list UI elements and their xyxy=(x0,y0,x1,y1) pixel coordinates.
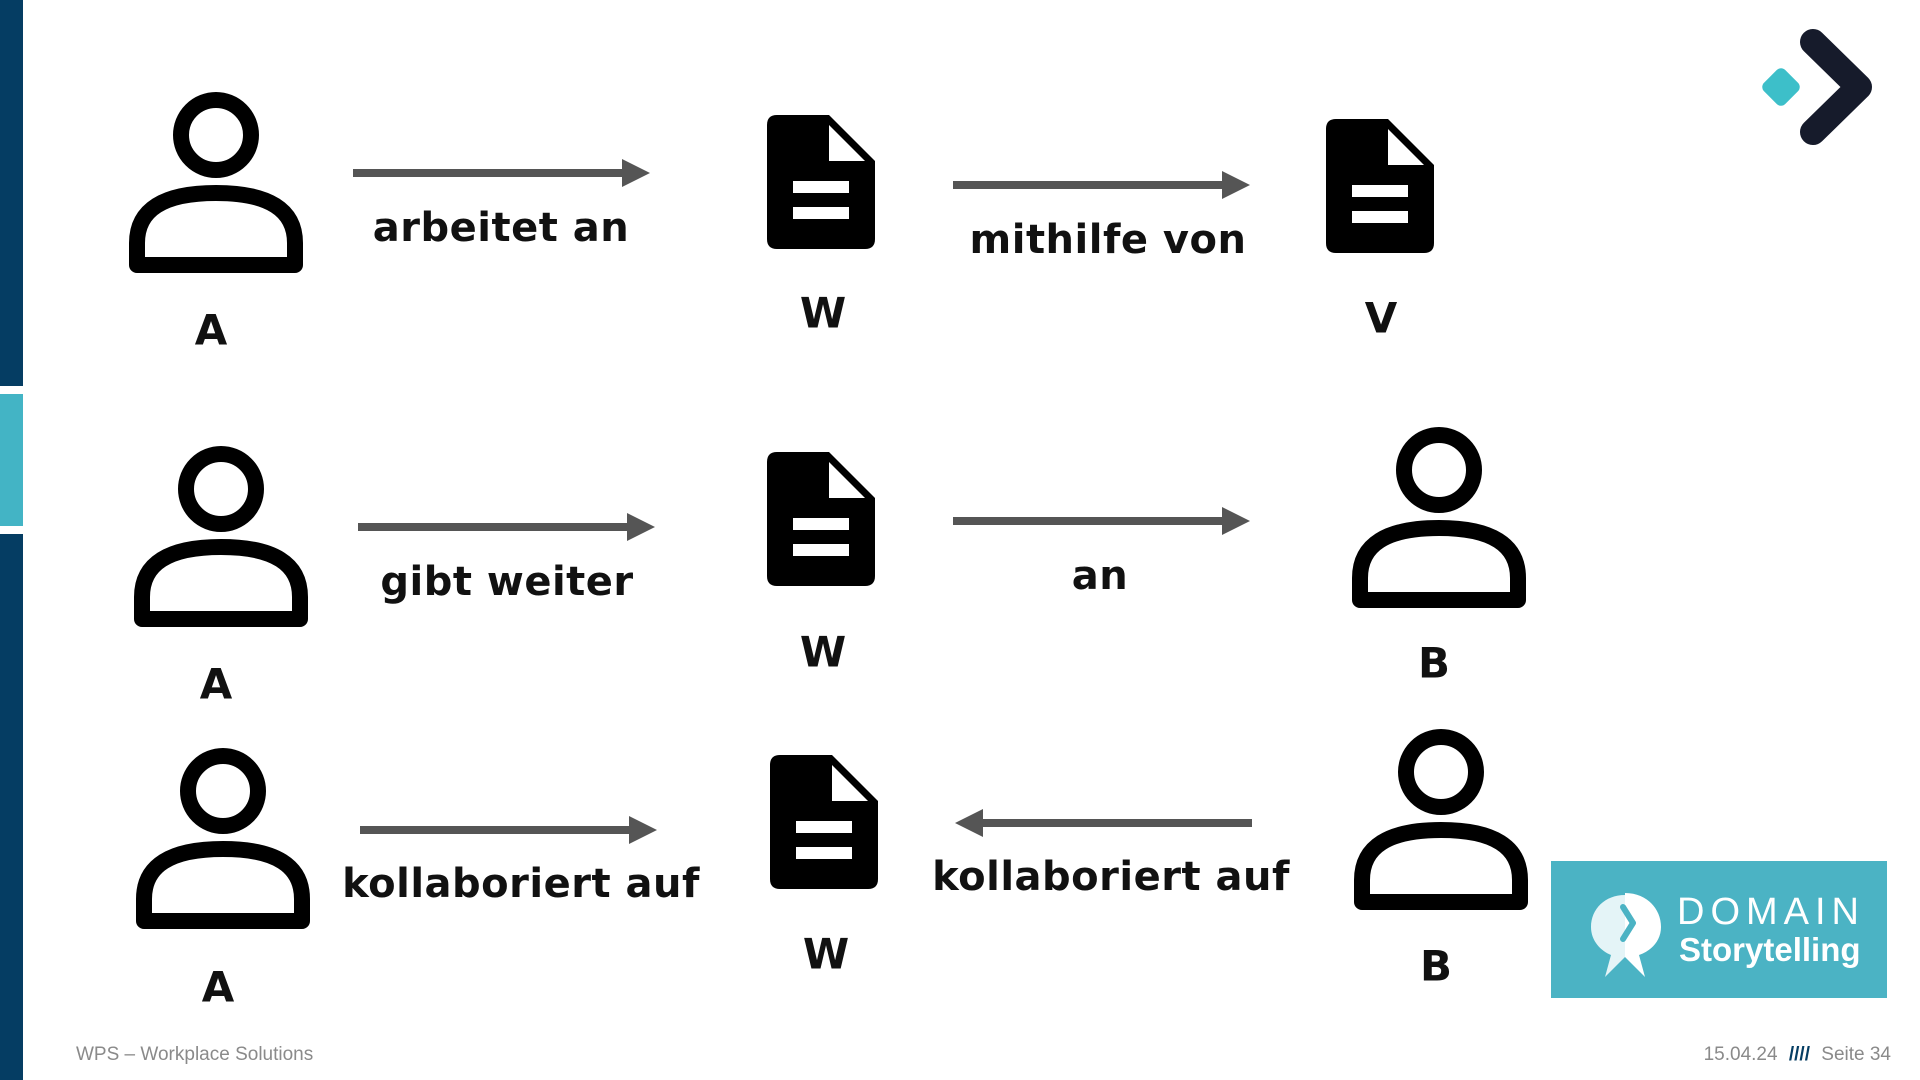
side-accent-bar-top xyxy=(0,0,23,386)
speech-bubbles-icon xyxy=(1591,893,1661,977)
footer-company: WPS – Workplace Solutions xyxy=(76,1044,314,1065)
work-object-label: W xyxy=(799,288,847,338)
actor-label: B xyxy=(1417,638,1451,688)
footer-separator: //// xyxy=(1788,1044,1810,1065)
footer-page-number: Seite 34 xyxy=(1821,1044,1891,1065)
activity-arrow-1 xyxy=(353,159,650,187)
actor-a-icon xyxy=(129,92,303,273)
work-object-w-icon xyxy=(767,452,875,586)
activity-arrow-5 xyxy=(360,816,657,844)
work-object-label: W xyxy=(802,929,850,979)
activity-label: kollaboriert auf xyxy=(932,854,1290,900)
actor-label: A xyxy=(201,962,235,1012)
actor-label: B xyxy=(1419,941,1453,991)
activity-arrow-6 xyxy=(955,809,1252,837)
side-accent-bar-bottom xyxy=(0,534,23,1080)
actor-b-icon xyxy=(1352,427,1526,608)
badge-subtitle: Storytelling xyxy=(1679,931,1861,968)
activity-arrow-2 xyxy=(953,171,1250,199)
actor-b-icon xyxy=(1354,729,1528,910)
activity-label: gibt weiter xyxy=(380,559,634,605)
activity-label: an xyxy=(1071,553,1129,599)
footer-meta: 15.04.24 //// Seite 34 xyxy=(1698,1044,1891,1066)
side-accent-bar-middle xyxy=(0,394,23,526)
work-object-v-icon xyxy=(1326,119,1434,253)
activity-label: mithilfe von xyxy=(969,217,1247,263)
actor-label: A xyxy=(194,305,228,355)
actor-label: A xyxy=(199,659,233,709)
activity-label: arbeitet an xyxy=(372,205,630,251)
actor-a-icon xyxy=(136,748,310,929)
activity-label: kollaboriert auf xyxy=(342,861,700,907)
footer-date: 15.04.24 xyxy=(1703,1044,1778,1065)
work-object-label: W xyxy=(799,627,847,677)
activity-arrow-4 xyxy=(953,507,1250,535)
work-object-w-icon xyxy=(767,115,875,249)
actor-a-icon xyxy=(134,446,308,627)
domain-storytelling-badge: DOMAIN Storytelling xyxy=(1551,861,1887,998)
work-object-w-icon xyxy=(770,755,878,889)
work-object-label: V xyxy=(1364,293,1398,343)
activity-arrow-3 xyxy=(358,513,655,541)
badge-title: DOMAIN xyxy=(1677,891,1865,933)
wps-logo-icon xyxy=(1762,29,1872,145)
